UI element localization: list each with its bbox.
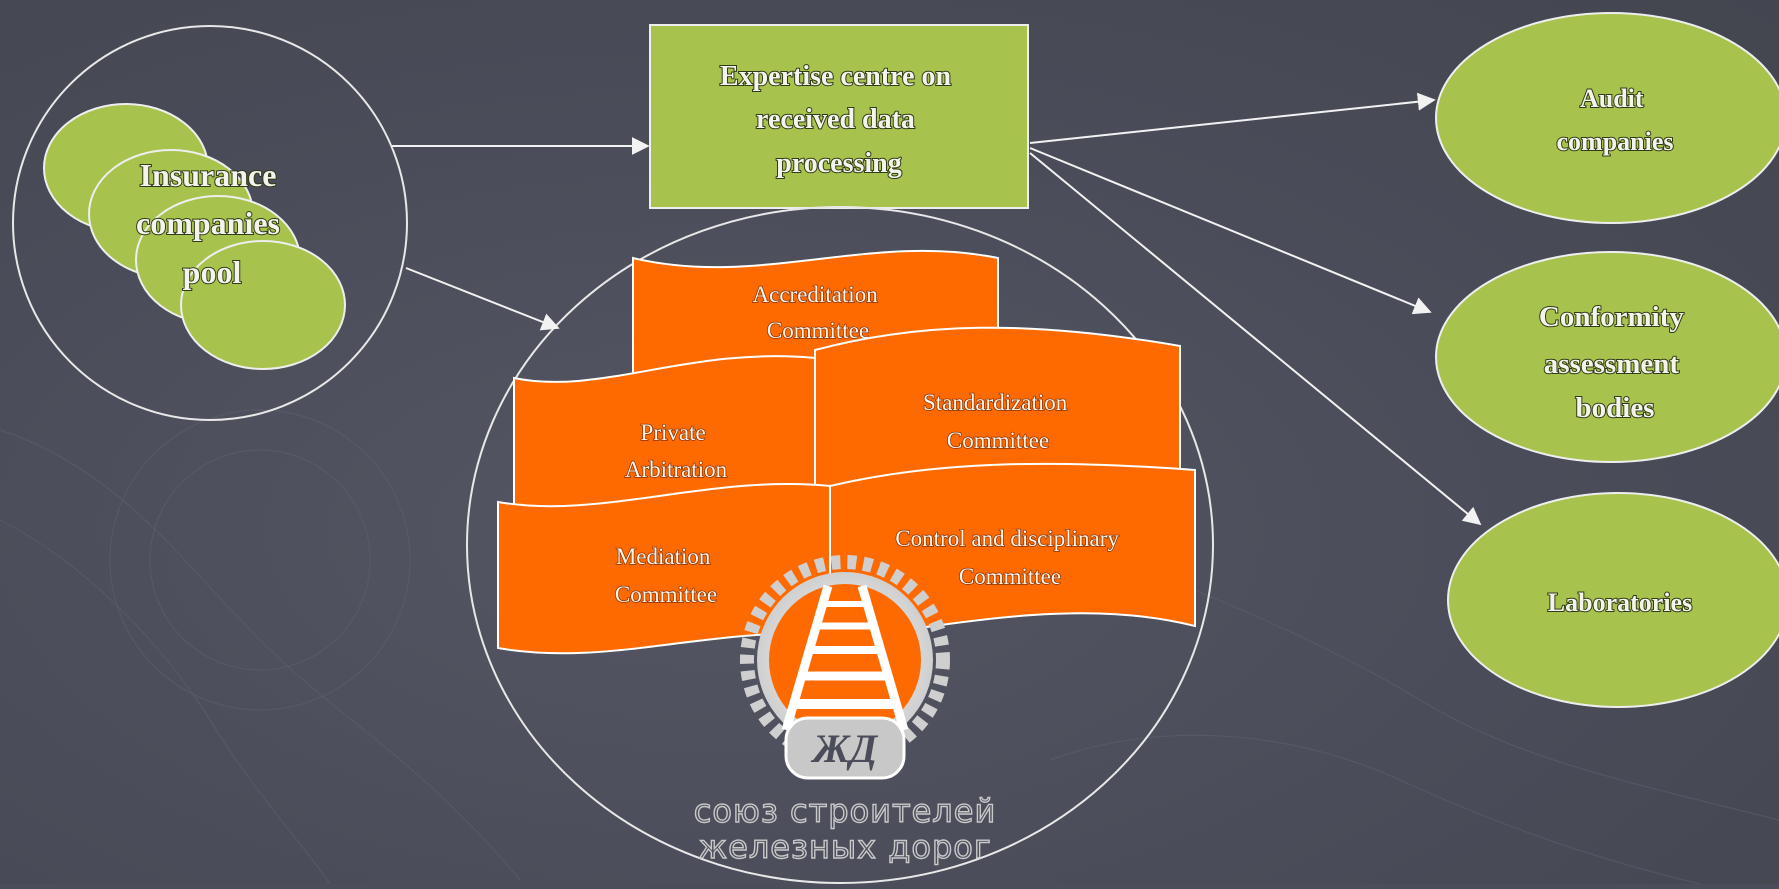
expertise-centre-node: Expertise centre on received data proces… bbox=[649, 24, 1029, 209]
private-arbitration-label: Private Arbitration bbox=[625, 420, 728, 482]
conformity-label: Conformity assessment bodies bbox=[1539, 301, 1691, 424]
accreditation-label: Accreditation Committee bbox=[753, 282, 884, 343]
expertise-label: Expertise centre on received data proces… bbox=[720, 61, 958, 179]
arrow-expertise-to-conformity bbox=[1029, 147, 1432, 315]
rails-icon bbox=[781, 584, 909, 732]
audit-label: Audit companies bbox=[1557, 84, 1674, 156]
arrow-pool-to-union bbox=[405, 267, 560, 331]
arrow-expertise-to-audit bbox=[1029, 92, 1436, 144]
expertise-box bbox=[649, 24, 1029, 209]
audit-ellipse bbox=[1435, 12, 1779, 224]
emblem-badge: ЖД bbox=[784, 716, 906, 780]
union-logo: ЖД союз строителей железных дорог bbox=[693, 555, 996, 867]
logo-line-2: железных дорог bbox=[698, 828, 991, 866]
laboratories-label: Laboratories bbox=[1548, 588, 1692, 617]
laboratories-node: Laboratories bbox=[1447, 492, 1779, 708]
emblem-text: ЖД bbox=[810, 726, 879, 771]
pool-label: Insurance companies pool bbox=[136, 157, 288, 290]
control-disciplinary-label: Control and disciplinary Committee bbox=[895, 526, 1124, 589]
standardization-label: Standardization Committee bbox=[923, 390, 1073, 453]
pool-disc-4 bbox=[180, 240, 346, 370]
mediation-committee: Mediation Committee bbox=[497, 482, 831, 655]
union-outline bbox=[466, 206, 1214, 884]
laboratories-ellipse bbox=[1447, 492, 1779, 708]
conformity-bodies-node: Conformity assessment bodies bbox=[1435, 251, 1779, 463]
arrows bbox=[392, 92, 1482, 526]
background-decoration bbox=[0, 409, 1779, 885]
audit-companies-node: Audit companies bbox=[1435, 12, 1779, 224]
arrow-expertise-to-laboratories bbox=[1029, 152, 1482, 526]
conformity-ellipse bbox=[1435, 251, 1779, 463]
private-arbitration-committee: Private Arbitration bbox=[513, 355, 816, 514]
mediation-label: Mediation Committee bbox=[615, 544, 717, 607]
pool-outline bbox=[12, 25, 408, 421]
logo-line-1: союз строителей bbox=[694, 792, 996, 830]
insurance-pool-node: Insurance companies pool bbox=[12, 25, 408, 421]
